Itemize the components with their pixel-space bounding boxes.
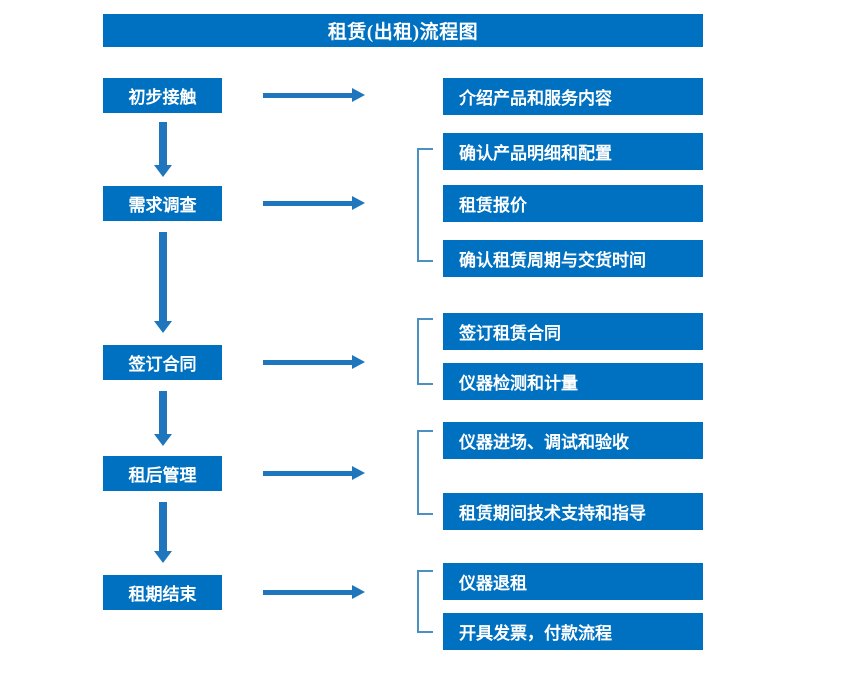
task-box-2-3[interactable]: 确认租赁周期与交货时间 bbox=[443, 240, 703, 277]
right-arrow-group-2 bbox=[263, 196, 365, 210]
page-title: 租赁(出租)流程图 bbox=[103, 14, 703, 47]
right-arrow-group-3 bbox=[263, 355, 365, 369]
down-arrow-3-to-4 bbox=[154, 391, 172, 446]
down-arrow-2-to-3 bbox=[154, 232, 172, 333]
task-box-4-1[interactable]: 仪器进场、调试和验收 bbox=[443, 422, 703, 459]
group-bracket-2 bbox=[417, 148, 433, 262]
right-arrow-group-5 bbox=[263, 585, 365, 599]
task-box-2-1[interactable]: 确认产品明细和配置 bbox=[443, 133, 703, 170]
task-box-5-2[interactable]: 开具发票，付款流程 bbox=[443, 613, 703, 650]
stage-box-1[interactable]: 初步接触 bbox=[103, 78, 222, 113]
task-box-1-1[interactable]: 介绍产品和服务内容 bbox=[443, 78, 703, 115]
stage-box-3[interactable]: 签订合同 bbox=[103, 345, 222, 380]
right-arrow-group-1 bbox=[263, 88, 365, 102]
group-bracket-3 bbox=[417, 318, 433, 385]
group-bracket-5 bbox=[417, 570, 433, 633]
stage-box-5[interactable]: 租期结束 bbox=[103, 575, 222, 610]
down-arrow-4-to-5 bbox=[154, 502, 172, 563]
group-bracket-4 bbox=[417, 430, 433, 515]
task-box-5-1[interactable]: 仪器退租 bbox=[443, 563, 703, 600]
task-box-3-2[interactable]: 仪器检测和计量 bbox=[443, 363, 703, 400]
task-box-4-2[interactable]: 租赁期间技术支持和指导 bbox=[443, 493, 703, 530]
stage-box-2[interactable]: 需求调查 bbox=[103, 186, 222, 221]
down-arrow-1-to-2 bbox=[154, 122, 172, 177]
stage-box-4[interactable]: 租后管理 bbox=[103, 456, 222, 491]
task-box-3-1[interactable]: 签订租赁合同 bbox=[443, 313, 703, 350]
task-box-2-2[interactable]: 租赁报价 bbox=[443, 185, 703, 222]
right-arrow-group-4 bbox=[263, 466, 365, 480]
